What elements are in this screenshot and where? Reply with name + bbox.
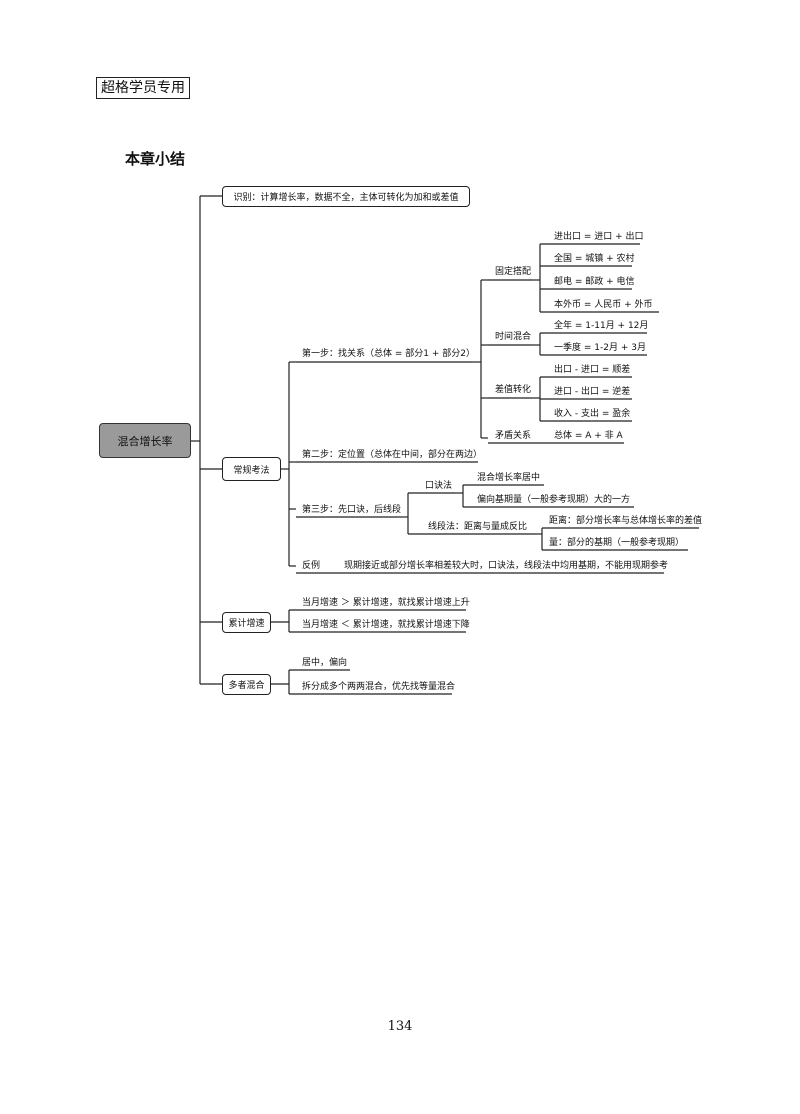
fixed-item: 全国 = 城镇 + 农村 bbox=[554, 254, 635, 264]
multi-node: 多者混合 bbox=[222, 674, 271, 695]
cumulative-node: 累计增速 bbox=[222, 612, 271, 633]
fixed-label: 固定搭配 bbox=[495, 267, 532, 277]
page-number: 134 bbox=[387, 1019, 413, 1034]
time-item: 一季度 = 1-2月 + 3月 bbox=[554, 343, 646, 353]
section-title: 本章小结 bbox=[125, 150, 186, 168]
formula-item: 偏向基期量（一般参考现期）大的一方 bbox=[477, 495, 631, 505]
fixed-item: 进出口 = 进口 + 出口 bbox=[554, 232, 644, 242]
header-stamp: 超格学员专用 bbox=[96, 77, 190, 99]
step2-label: 第二步：定位置（总体在中间，部分在两边） bbox=[302, 450, 483, 460]
regular-node: 常规考法 bbox=[222, 457, 281, 481]
exception-text: 现期接近或部分增长率相差较大时，口诀法，线段法中均用基期，不能用现期参考 bbox=[344, 561, 669, 571]
multi-item: 拆分成多个两两混合，优先找等量混合 bbox=[302, 682, 456, 692]
segment-item: 距离：部分增长率与总体增长率的差值 bbox=[549, 516, 703, 526]
formula-label: 口诀法 bbox=[425, 481, 453, 491]
time-item: 全年 = 1-11月 + 12月 bbox=[554, 321, 649, 331]
root-node: 混合增长率 bbox=[99, 423, 191, 458]
cumulative-item: 当月增速 ＜ 累计增速，就找累计增速下降 bbox=[302, 620, 470, 630]
diff-item: 收入 - 支出 = 盈余 bbox=[554, 409, 631, 419]
fixed-item: 本外币 = 人民币 + 外币 bbox=[554, 300, 653, 310]
formula-item: 混合增长率居中 bbox=[477, 473, 541, 483]
step3-label: 第三步：先口诀，后线段 bbox=[302, 505, 402, 515]
contra-label: 矛盾关系 bbox=[495, 431, 532, 441]
contra-value: 总体 = A + 非 A bbox=[554, 431, 623, 441]
multi-item: 居中，偏向 bbox=[302, 658, 348, 668]
segment-label: 线段法：距离与量成反比 bbox=[428, 522, 528, 532]
diff-item: 出口 - 进口 = 顺差 bbox=[554, 365, 631, 375]
identify-node: 识别：计算增长率，数据不全，主体可转化为加和或差值 bbox=[222, 186, 470, 207]
segment-item: 量：部分的基期（一般参考现期） bbox=[549, 538, 685, 548]
step1-label: 第一步：找关系（总体 = 部分1 + 部分2） bbox=[302, 349, 475, 359]
time-label: 时间混合 bbox=[495, 332, 532, 342]
cumulative-item: 当月增速 ＞ 累计增速，就找累计增速上升 bbox=[302, 598, 470, 608]
exception-label: 反例 bbox=[302, 561, 321, 571]
diff-item: 进口 - 出口 = 逆差 bbox=[554, 387, 631, 397]
diff-label: 差值转化 bbox=[495, 385, 532, 395]
fixed-item: 邮电 = 邮政 + 电信 bbox=[554, 277, 635, 287]
